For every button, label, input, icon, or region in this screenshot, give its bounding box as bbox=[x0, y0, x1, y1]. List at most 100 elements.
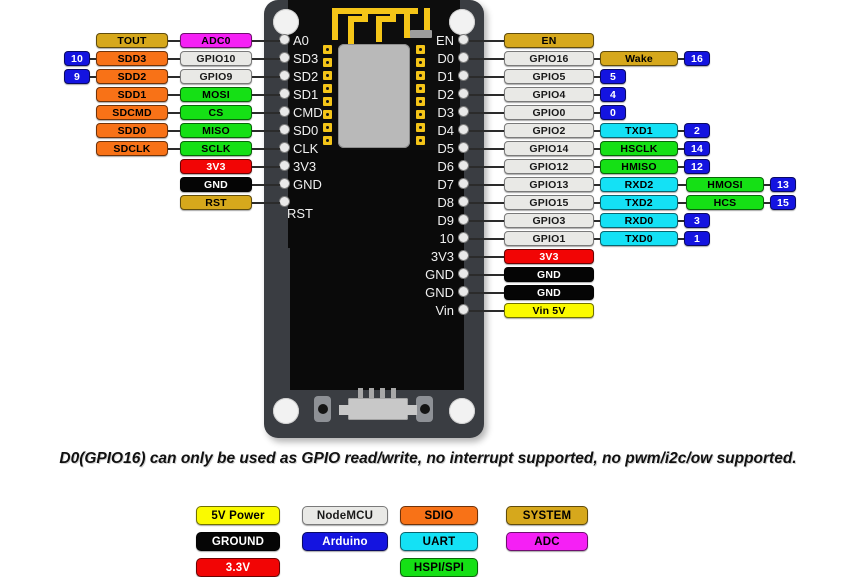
right-pill-hsclk[interactable]: HSCLK bbox=[600, 141, 678, 156]
right-pill-wake[interactable]: Wake bbox=[600, 51, 678, 66]
left-pill-miso[interactable]: MISO bbox=[180, 123, 252, 138]
connector-line bbox=[168, 130, 180, 132]
board-pin-hole[interactable] bbox=[459, 89, 468, 98]
flash-button[interactable] bbox=[314, 396, 331, 422]
right-pill-gpio5[interactable]: GPIO5 bbox=[504, 69, 594, 84]
board-pin-hole[interactable] bbox=[459, 269, 468, 278]
right-pill-hcs[interactable]: HCS bbox=[686, 195, 764, 210]
board-pin-hole[interactable] bbox=[459, 125, 468, 134]
connector-line bbox=[594, 148, 600, 150]
connector-line bbox=[469, 94, 504, 96]
board-pin-hole[interactable] bbox=[280, 71, 289, 80]
board-pin-hole[interactable] bbox=[459, 233, 468, 242]
right-pill-gpio14[interactable]: GPIO14 bbox=[504, 141, 594, 156]
board-pin-label-d6: D6 bbox=[437, 159, 454, 174]
right-pin-number-14[interactable]: 14 bbox=[684, 141, 710, 156]
right-pin-number-0[interactable]: 0 bbox=[600, 105, 626, 120]
connector-line bbox=[678, 148, 684, 150]
board-pin-label-en: EN bbox=[435, 33, 454, 48]
board-pin-hole[interactable] bbox=[280, 161, 289, 170]
right-pill-txd1[interactable]: TXD1 bbox=[600, 123, 678, 138]
right-pill-txd2[interactable]: TXD2 bbox=[600, 195, 678, 210]
right-pin-number-15[interactable]: 15 bbox=[770, 195, 796, 210]
module-pad bbox=[416, 110, 425, 119]
right-pin-number-5[interactable]: 5 bbox=[600, 69, 626, 84]
right-pill-rxd2[interactable]: RXD2 bbox=[600, 177, 678, 192]
board-pin-hole[interactable] bbox=[459, 305, 468, 314]
left-pill-gnd[interactable]: GND bbox=[180, 177, 252, 192]
left-pill-tout[interactable]: TOUT bbox=[96, 33, 168, 48]
left-pill-sclk[interactable]: SCLK bbox=[180, 141, 252, 156]
board-pin-label-d1: D1 bbox=[437, 69, 454, 84]
board-pin-hole[interactable] bbox=[280, 107, 289, 116]
connector-line bbox=[252, 148, 280, 150]
module-pad bbox=[323, 110, 332, 119]
right-pill-en[interactable]: EN bbox=[504, 33, 594, 48]
board-pin-hole[interactable] bbox=[459, 215, 468, 224]
left-pill-mosi[interactable]: MOSI bbox=[180, 87, 252, 102]
right-pin-number-13[interactable]: 13 bbox=[770, 177, 796, 192]
left-pill-sdd3[interactable]: SDD3 bbox=[96, 51, 168, 66]
left-pin-number-10[interactable]: 10 bbox=[64, 51, 90, 66]
board-pin-label-d5: D5 bbox=[437, 141, 454, 156]
right-pill-hmiso[interactable]: HMISO bbox=[600, 159, 678, 174]
right-pill-gpio0[interactable]: GPIO0 bbox=[504, 105, 594, 120]
board-pin-hole[interactable] bbox=[459, 143, 468, 152]
board-pin-hole[interactable] bbox=[459, 35, 468, 44]
board-pin-hole[interactable] bbox=[459, 161, 468, 170]
board-pin-hole[interactable] bbox=[280, 143, 289, 152]
board-pin-hole[interactable] bbox=[459, 197, 468, 206]
connector-line bbox=[678, 202, 686, 204]
left-pill-cs[interactable]: CS bbox=[180, 105, 252, 120]
board-pin-hole[interactable] bbox=[280, 197, 289, 206]
board-pin-label-d9: D9 bbox=[437, 213, 454, 228]
right-pill-gpio2[interactable]: GPIO2 bbox=[504, 123, 594, 138]
right-pill-gpio3[interactable]: GPIO3 bbox=[504, 213, 594, 228]
board-pin-hole[interactable] bbox=[280, 179, 289, 188]
right-pill-hmosi[interactable]: HMOSI bbox=[686, 177, 764, 192]
left-pill-adc0[interactable]: ADC0 bbox=[180, 33, 252, 48]
right-pill-txd0[interactable]: TXD0 bbox=[600, 231, 678, 246]
board-pin-hole[interactable] bbox=[459, 287, 468, 296]
board-pin-hole[interactable] bbox=[280, 35, 289, 44]
left-pill-gpio9[interactable]: GPIO9 bbox=[180, 69, 252, 84]
right-pin-number-16[interactable]: 16 bbox=[684, 51, 710, 66]
left-pill-sdclk[interactable]: SDCLK bbox=[96, 141, 168, 156]
board-pin-hole[interactable] bbox=[459, 53, 468, 62]
right-pill-gpio12[interactable]: GPIO12 bbox=[504, 159, 594, 174]
board-pin-hole[interactable] bbox=[459, 251, 468, 260]
right-pill-gnd[interactable]: GND bbox=[504, 267, 594, 282]
right-pin-number-4[interactable]: 4 bbox=[600, 87, 626, 102]
board-pin-hole[interactable] bbox=[280, 125, 289, 134]
board-pin-hole[interactable] bbox=[280, 89, 289, 98]
right-pill-gpio15[interactable]: GPIO15 bbox=[504, 195, 594, 210]
right-pill-gnd[interactable]: GND bbox=[504, 285, 594, 300]
board-pin-hole[interactable] bbox=[459, 107, 468, 116]
left-pill-sdd2[interactable]: SDD2 bbox=[96, 69, 168, 84]
reset-button[interactable] bbox=[416, 396, 433, 422]
board-pin-hole[interactable] bbox=[459, 71, 468, 80]
left-pill-sdcmd[interactable]: SDCMD bbox=[96, 105, 168, 120]
right-pill-rxd0[interactable]: RXD0 bbox=[600, 213, 678, 228]
left-pill-3v3[interactable]: 3V3 bbox=[180, 159, 252, 174]
left-pill-sdd1[interactable]: SDD1 bbox=[96, 87, 168, 102]
left-pill-gpio10[interactable]: GPIO10 bbox=[180, 51, 252, 66]
board-pin-hole[interactable] bbox=[459, 179, 468, 188]
right-pill-gpio16[interactable]: GPIO16 bbox=[504, 51, 594, 66]
right-pin-number-12[interactable]: 12 bbox=[684, 159, 710, 174]
right-pill-3v3[interactable]: 3V3 bbox=[504, 249, 594, 264]
connector-line bbox=[594, 166, 600, 168]
connector-line bbox=[594, 76, 600, 78]
left-pill-sdd0[interactable]: SDD0 bbox=[96, 123, 168, 138]
right-pill-gpio13[interactable]: GPIO13 bbox=[504, 177, 594, 192]
right-pin-number-2[interactable]: 2 bbox=[684, 123, 710, 138]
right-pin-number-1[interactable]: 1 bbox=[684, 231, 710, 246]
left-pin-number-9[interactable]: 9 bbox=[64, 69, 90, 84]
board-pin-hole[interactable] bbox=[280, 53, 289, 62]
right-pill-vin5v[interactable]: Vin 5V bbox=[504, 303, 594, 318]
left-pill-rst[interactable]: RST bbox=[180, 195, 252, 210]
right-pin-number-3[interactable]: 3 bbox=[684, 213, 710, 228]
right-pill-gpio4[interactable]: GPIO4 bbox=[504, 87, 594, 102]
right-pill-gpio1[interactable]: GPIO1 bbox=[504, 231, 594, 246]
